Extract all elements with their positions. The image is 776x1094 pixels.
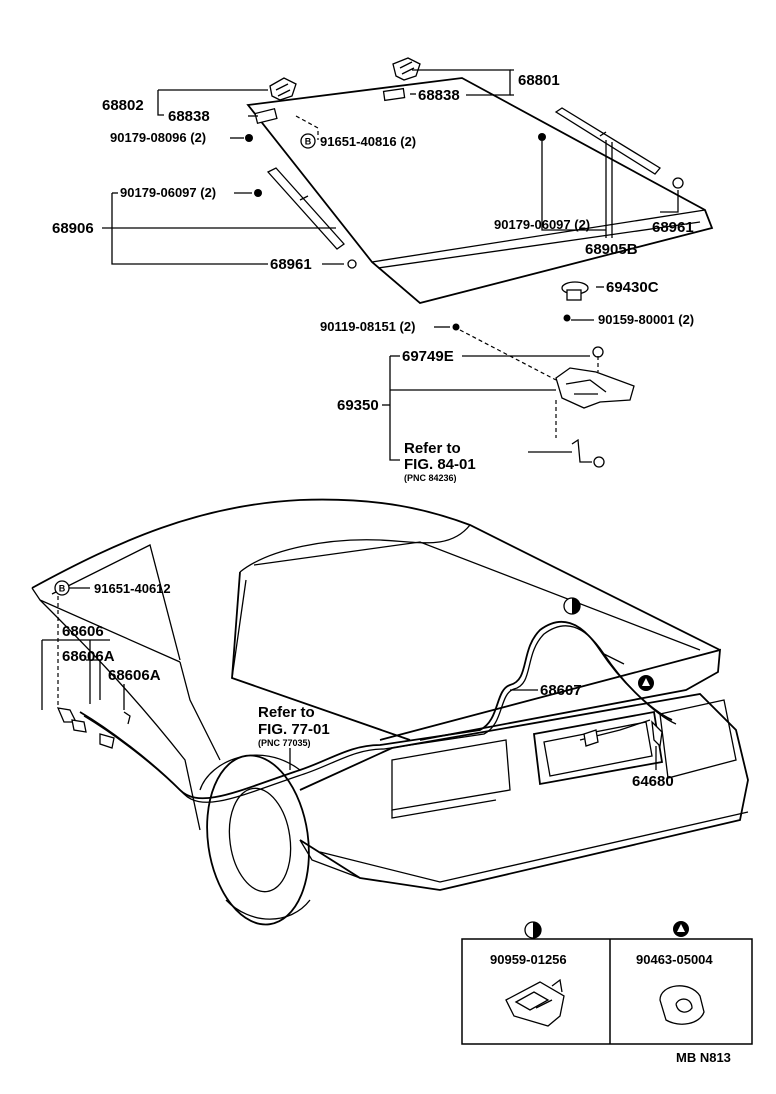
- label-90179-06097-left: 90179-06097 (2): [120, 185, 216, 200]
- label-68961-right: 68961: [652, 219, 694, 236]
- label-68607: 68607: [540, 682, 582, 699]
- ref-77-line1: Refer to: [258, 704, 315, 721]
- label-68906: 68906: [52, 220, 94, 237]
- label-69430c: 69430C: [606, 279, 659, 296]
- bolt-90119-08151-icon: [452, 323, 460, 331]
- label-90959-01256: 90959-01256: [490, 952, 567, 967]
- clamp-90463-05004-icon: [659, 985, 705, 1025]
- label-91651-40816: 91651-40816 (2): [320, 134, 416, 149]
- label-90179-08096: 90179-08096 (2): [110, 130, 206, 145]
- label-68802: 68802: [102, 97, 144, 114]
- clip-90959-01256-icon: [505, 978, 565, 1027]
- nut-90179-06097-right-icon: [538, 133, 546, 141]
- hinge-left: [254, 77, 297, 125]
- nut-90179-06097-left-icon: [254, 189, 262, 197]
- ref-84-line2: FIG. 84-01: [404, 456, 476, 473]
- half-circle-symbol-car: [563, 597, 581, 615]
- label-91651-40612: 91651-40612: [94, 581, 171, 596]
- label-69749e: 69749E: [402, 348, 454, 365]
- triangle-symbol-car: [638, 675, 654, 691]
- label-68838-right: 68838: [418, 87, 460, 104]
- hinge-right: [382, 57, 421, 102]
- lock-assembly-69350: [555, 346, 635, 468]
- ref-77-pnc: (PNC 77035): [258, 738, 311, 748]
- label-90463-05004: 90463-05004: [636, 952, 713, 967]
- lock-cylinder-69430c: [561, 281, 589, 322]
- label-68606a-1: 68606A: [62, 648, 115, 665]
- label-90159-80001: 90159-80001 (2): [598, 312, 694, 327]
- label-68606: 68606: [62, 623, 104, 640]
- b-marker-upper: B: [300, 133, 316, 149]
- strut-left: [266, 167, 357, 269]
- label-90179-06097-right: 90179-06097 (2): [494, 217, 590, 232]
- svg-text:B: B: [305, 137, 312, 147]
- b-marker-lower: B: [54, 580, 70, 596]
- label-68838-left: 68838: [168, 108, 210, 125]
- svg-text:B: B: [59, 584, 66, 594]
- label-64680: 64680: [632, 773, 674, 790]
- upper-leaders: [102, 69, 679, 461]
- label-68801: 68801: [518, 72, 560, 89]
- label-68905b: 68905B: [585, 241, 638, 258]
- back-door-panel: [246, 77, 714, 304]
- diagram-code: MB N813: [676, 1050, 731, 1065]
- wire-harness: [56, 621, 677, 803]
- ref-84-line1: Refer to: [404, 440, 461, 457]
- label-68961-left: 68961: [270, 256, 312, 273]
- car-body: [31, 498, 749, 926]
- half-circle-symbol-inset: [524, 921, 542, 939]
- ref-77-line2: FIG. 77-01: [258, 721, 330, 738]
- bolt-90179-08096-icon: [245, 134, 253, 142]
- strut-right: [554, 107, 684, 189]
- inset-box: [461, 938, 753, 1045]
- ref-84-pnc: (PNC 84236): [404, 473, 457, 483]
- label-69350: 69350: [337, 397, 379, 414]
- lower-leaders: [41, 587, 657, 770]
- label-90119-08151: 90119-08151 (2): [320, 319, 415, 334]
- label-68606a-2: 68606A: [108, 667, 161, 684]
- triangle-symbol-inset: [673, 921, 689, 937]
